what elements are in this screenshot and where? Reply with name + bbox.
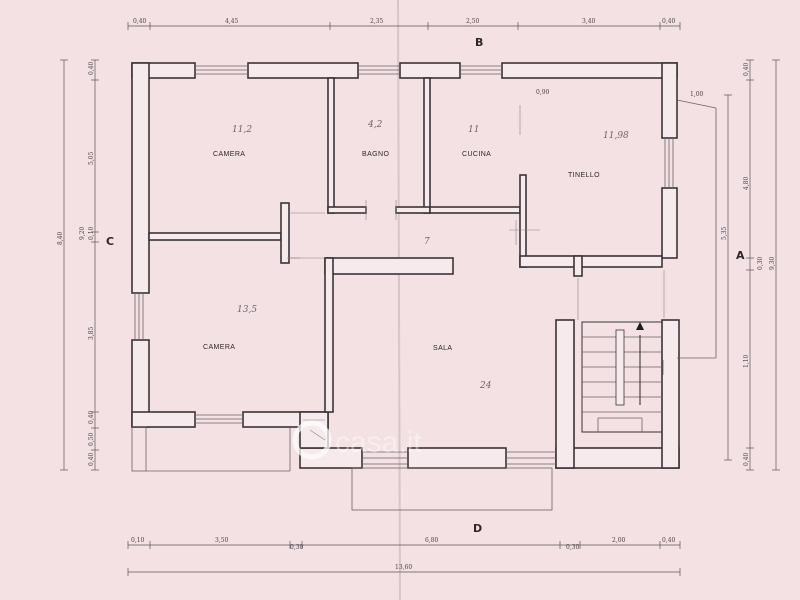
room-label-camera-top: CAMERA	[213, 151, 245, 158]
exterior-walls	[131, 62, 680, 469]
room-area-bagno: 4,2	[367, 120, 383, 130]
dim-left-0: 0,40	[88, 61, 95, 75]
dim-left-total-0: 8,40	[57, 231, 64, 245]
room-label-sala: SALA	[433, 345, 453, 352]
window-marks	[134, 65, 674, 465]
dimension-lines	[60, 22, 780, 576]
dim-bottom-4: 0,30	[566, 544, 580, 551]
dim-left-3: 3,85	[88, 326, 95, 340]
room-label-tinello: TINELLO	[568, 172, 600, 179]
dim-top-2: 2,35	[370, 18, 384, 25]
dim-bottom-5: 2,00	[612, 537, 626, 544]
dim-left-4: 0,40	[88, 410, 95, 424]
dim-top-4: 3,40	[582, 18, 596, 25]
dim-misc-1: 1,00	[690, 91, 704, 98]
room-area-tinello: 11,98	[603, 131, 629, 141]
dim-right-5: 0,40	[743, 452, 750, 466]
dim-right-0: 0,40	[743, 62, 750, 76]
dim-left-6: 0,40	[88, 452, 95, 466]
dim-right-2: 5,35	[721, 226, 728, 240]
dim-right-1: 4,80	[743, 176, 750, 190]
door-marks	[287, 105, 665, 441]
dim-bottom-3: 6,80	[425, 537, 439, 544]
section-marker-a: A	[736, 249, 745, 262]
watermark-text: casa.it	[335, 426, 422, 459]
room-area-hall: 7	[424, 237, 430, 247]
section-marker-c: C	[106, 235, 114, 248]
dim-bottom-2: 0,30	[290, 544, 304, 551]
outside-outlines	[131, 99, 717, 511]
dim-left-total-1: 9,20	[79, 226, 86, 240]
dim-total-width: 13,60	[395, 564, 412, 571]
room-area-sala: 24	[479, 381, 492, 391]
dim-right-total: 9,30	[769, 256, 776, 270]
paper-fold	[397, 0, 401, 600]
dim-right-3: 0,30	[757, 256, 764, 270]
dim-bottom-0: 0,10	[131, 537, 145, 544]
room-label-cucina: CUCINA	[462, 151, 491, 158]
section-marker-d: D	[473, 522, 482, 535]
room-area-cucina: 11	[468, 125, 479, 135]
dim-right-4: 1,10	[743, 354, 750, 368]
dim-bottom-1: 3,50	[215, 537, 229, 544]
watermark: casa.it	[292, 420, 422, 460]
dim-bottom-6: 0,40	[662, 537, 676, 544]
room-label-bagno: BAGNO	[362, 151, 389, 158]
interior-walls	[148, 77, 663, 413]
dim-left-5: 0,50	[88, 432, 95, 446]
dim-top-1: 4,45	[225, 18, 239, 25]
dim-left-2: 0,10	[88, 226, 95, 240]
room-area-camera-top: 11,2	[232, 125, 252, 135]
room-label-camera-bottom: CAMERA	[203, 344, 235, 351]
dim-top-3: 2,50	[466, 18, 480, 25]
dim-left-1: 5,05	[88, 151, 95, 165]
room-area-camera-bottom: 13,5	[237, 305, 257, 315]
dim-misc-0: 0,90	[536, 89, 550, 96]
staircase	[581, 321, 663, 433]
section-marker-b: B	[475, 36, 483, 49]
dim-top-0: 0,40	[133, 18, 147, 25]
stair-arrow-icon	[636, 322, 644, 330]
dim-top-5: 0,40	[662, 18, 676, 25]
